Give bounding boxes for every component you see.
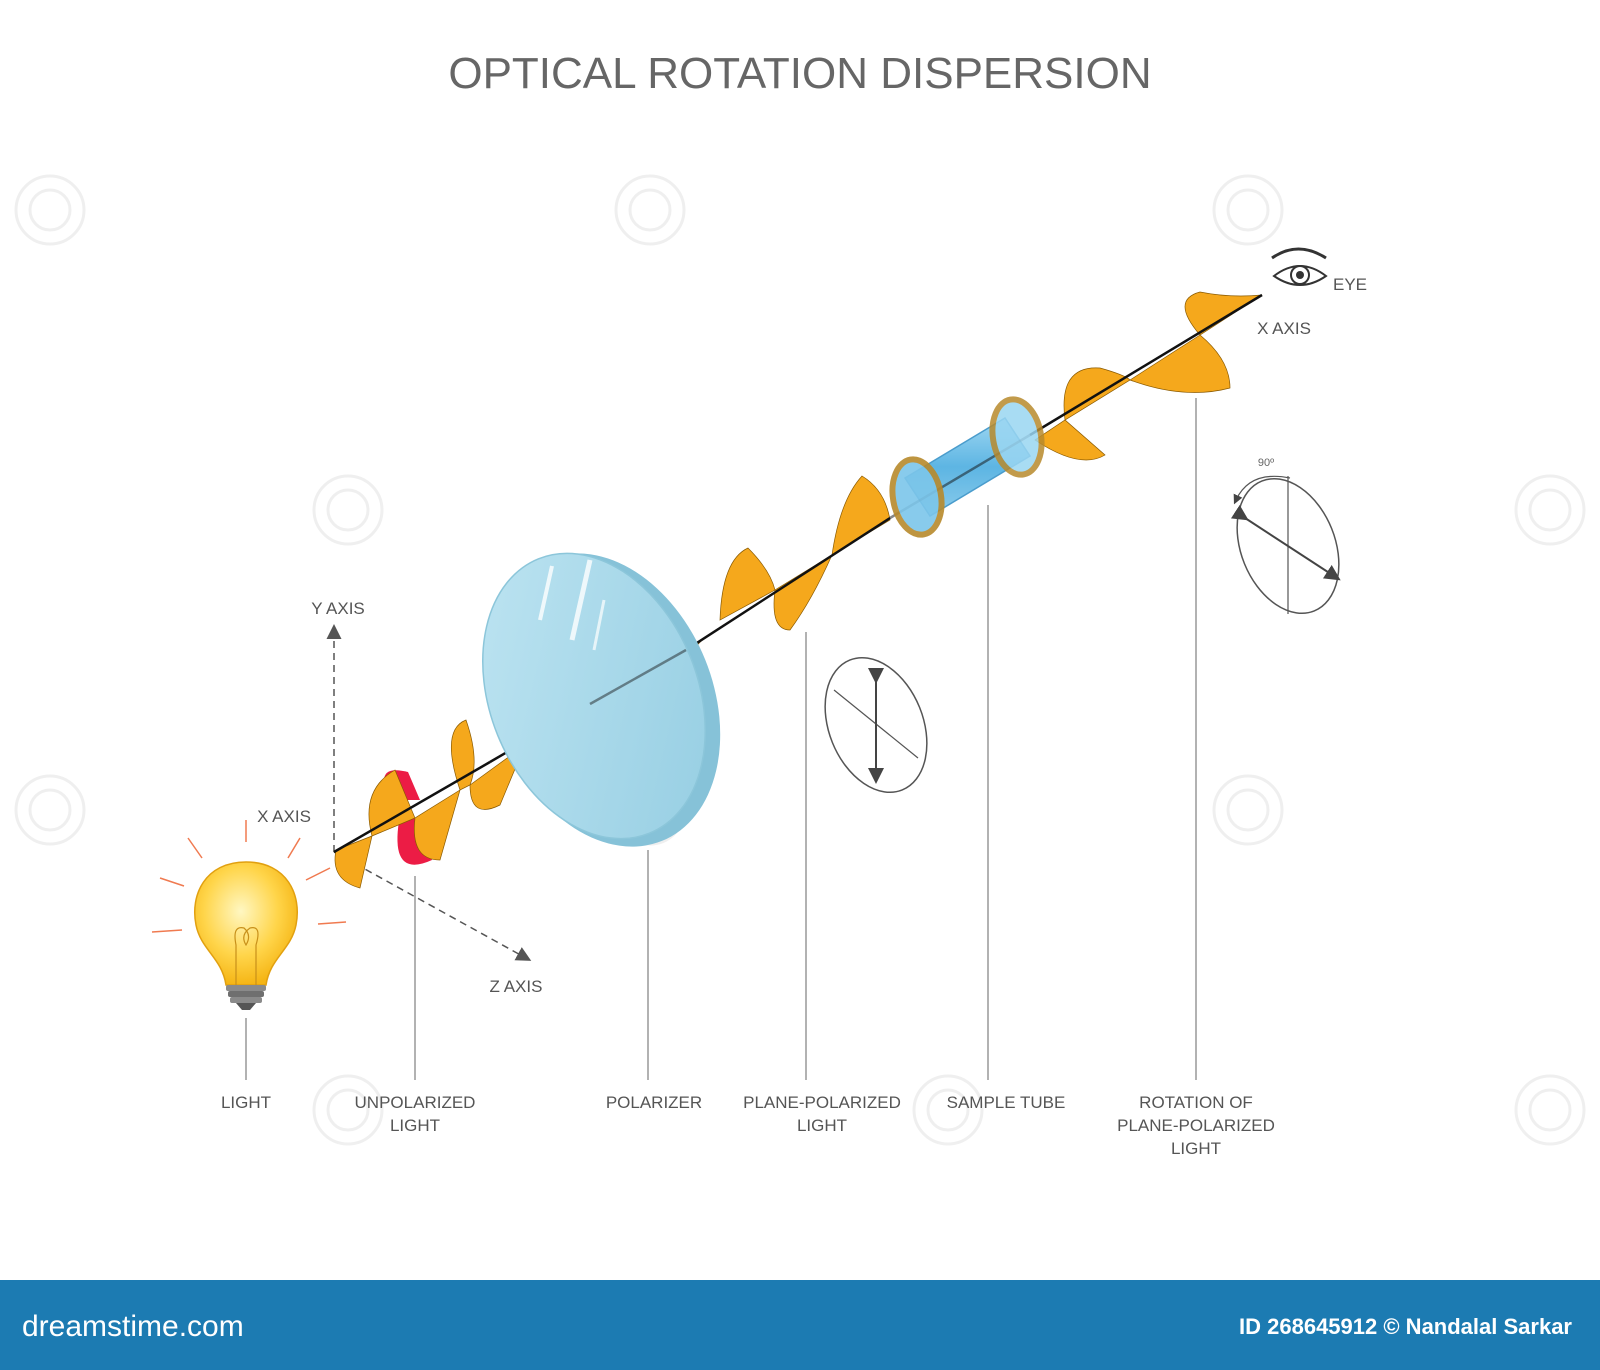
orange-wave-lobe [773,554,833,631]
footer-image-id: ID 268645912 © Nandalal Sarkar [1239,1314,1572,1339]
optical-rotation-diagram: OPTICAL ROTATION DISPERSION [14,49,1586,1158]
plane-polarized-indicator [824,657,928,793]
coordinate-axes [326,624,532,961]
x-axis-end-label: X AXIS [1257,319,1311,338]
angle-label: 90º [1258,457,1274,469]
light-bulb-icon [151,820,347,1010]
callout-labels: LIGHT UNPOLARIZED LIGHT POLARIZER PLANE-… [221,1093,1275,1158]
footer-bar: dreamstime.com ID 268645912 © Nandalal S… [0,1280,1600,1370]
callout-unpolarized-line2: LIGHT [390,1116,440,1135]
callout-rotation-line1: ROTATION OF [1139,1093,1253,1112]
light-wave-group [333,291,1263,889]
orange-wave-lobe [1034,419,1106,461]
propagation-axis-line [685,516,891,652]
callout-unpolarized-line1: UNPOLARIZED [355,1093,476,1112]
sample-tube [889,396,1045,538]
callout-plane-polarized-line1: PLANE-POLARIZED [743,1093,901,1112]
diagram-title: OPTICAL ROTATION DISPERSION [448,49,1151,98]
callout-rotation-line2: PLANE-POLARIZED [1117,1116,1275,1135]
orange-wave-lobe [368,769,416,837]
x-axis-label: X AXIS [257,807,311,826]
callout-lines [245,398,1197,1080]
propagation-axis-line [333,760,491,854]
z-axis-arrow [333,851,532,961]
orange-wave-lobe [451,719,475,791]
z-axis-label: Z AXIS [490,977,543,996]
propagation-axis-line [1029,293,1263,437]
polarizer-lens [482,552,721,847]
callout-rotation-line3: LIGHT [1171,1139,1221,1158]
footer-brand[interactable]: dreamstime.com [22,1310,244,1343]
orange-wave-lobe [1129,334,1231,393]
y-axis-label: Y AXIS [311,599,365,618]
orange-wave-lobe [1184,291,1263,336]
rotation-indicator: 90º [1230,457,1341,614]
orange-wave-lobe [719,547,776,621]
callout-plane-polarized-line2: LIGHT [797,1116,847,1135]
callout-light: LIGHT [221,1093,271,1112]
orange-wave-lobe [413,789,461,861]
orange-wave-lobe [831,475,891,556]
eye-label: EYE [1333,275,1367,294]
callout-polarizer: POLARIZER [606,1093,702,1112]
callout-sample-tube: SAMPLE TUBE [947,1093,1066,1112]
orange-wave-lobe [334,835,373,889]
eye-icon [1271,247,1328,286]
